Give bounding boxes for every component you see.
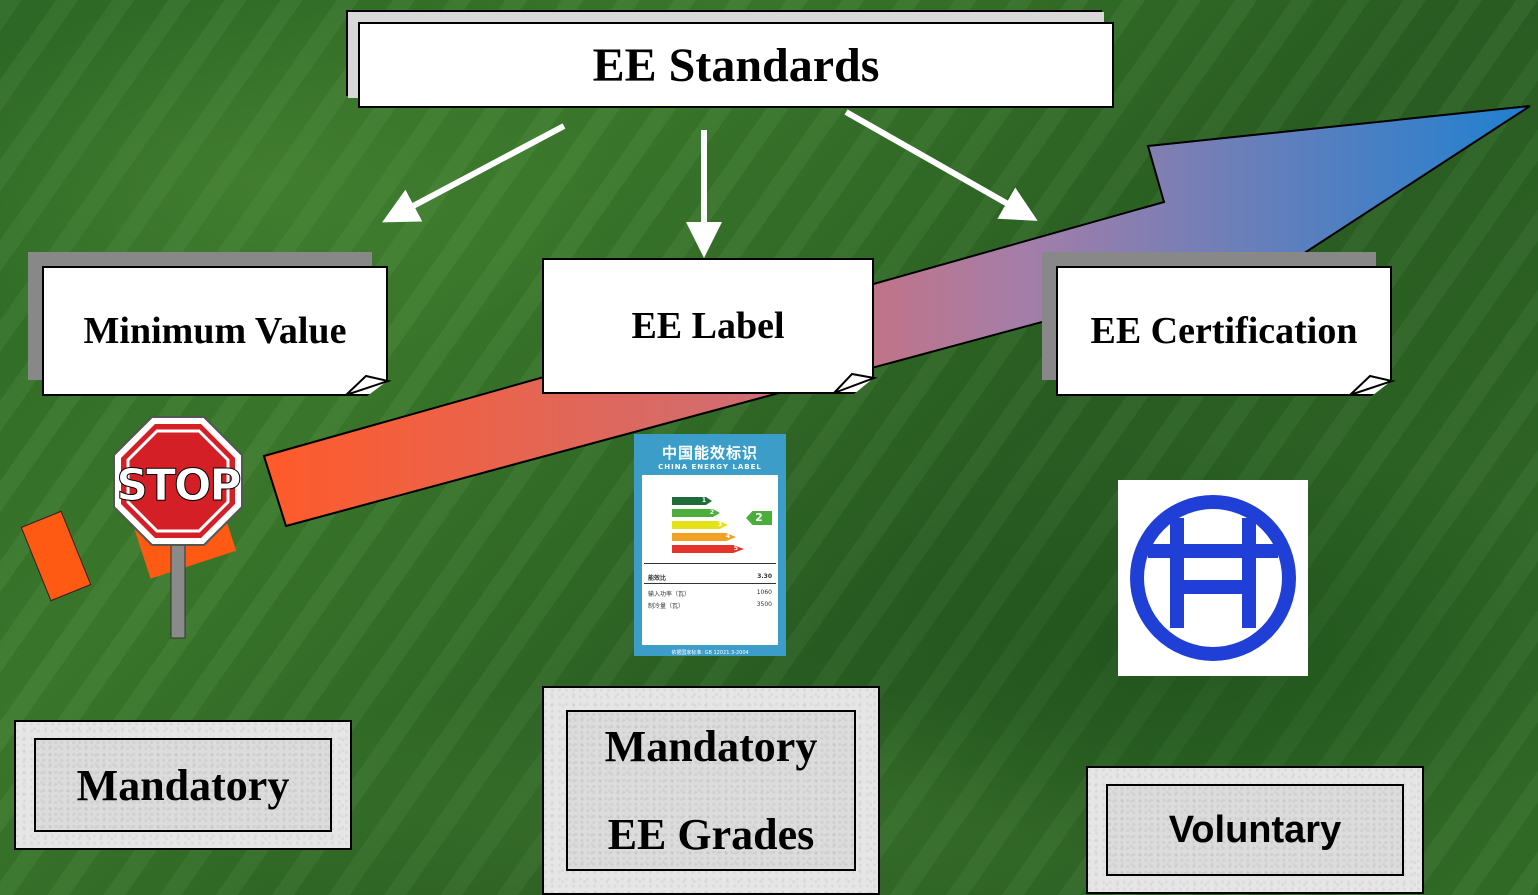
certification-logo [1118,480,1308,676]
status-voluntary-label: Voluntary [1168,808,1342,851]
note-ee-certification-label: EE Certification [1090,310,1358,352]
note-ee-label-label: EE Label [631,305,785,347]
status-voluntary: Voluntary [1086,766,1424,894]
note-ee-certification: EE Certification [1056,266,1392,396]
arrow-to-ee-certification [844,109,1038,221]
current-grade-indicator: 2 [746,511,772,525]
energy-label-title-en: CHINA ENERGY LABEL [658,463,762,471]
title-box: EE Standards [358,22,1114,108]
status-mandatory-line: Mandatory [604,721,818,771]
energy-label-ratio-value: 3.30 [757,573,772,580]
status-ee-grades-line: EE Grades [607,809,815,859]
grade-bar: 2 [672,509,720,517]
arrow-to-minimum-value [382,123,566,223]
energy-label-ratio-label: 能效比 [648,575,667,582]
note-minimum-value-label: Minimum Value [83,310,347,352]
energy-label-row2-value: 1060 [756,589,772,596]
china-energy-label: 中国能效标识 CHINA ENERGY LABEL 1 2 3 4 5 2 能效… [634,434,786,656]
energy-label-title-zh: 中国能效标识 [661,444,758,462]
grade-bar: 3 [672,521,728,529]
status-mandatory-ee-grades: Mandatory EE Grades [542,686,880,895]
grade-bar: 5 [672,545,744,553]
status-mandatory-label: Mandatory [76,760,290,810]
energy-label-footer: 依据国家标准: GB 12021.3-2004 [671,650,749,656]
energy-label-body: 1 2 3 4 5 2 能效比 3.30 输入功率（瓦） 1060 制冷量（瓦）… [642,475,778,645]
energy-label-row3-label: 制冷量（瓦） [648,603,685,610]
energy-label-row3-value: 3500 [756,601,772,608]
status-mandatory: Mandatory [14,720,352,850]
energy-label-row2-label: 输入功率（瓦） [648,591,691,598]
grade-bar: 1 [672,497,712,505]
stop-sign-text: STOP [116,460,240,511]
note-ee-label: EE Label [542,258,874,394]
note-minimum-value: Minimum Value [42,266,388,396]
grade-bar: 4 [672,533,736,541]
